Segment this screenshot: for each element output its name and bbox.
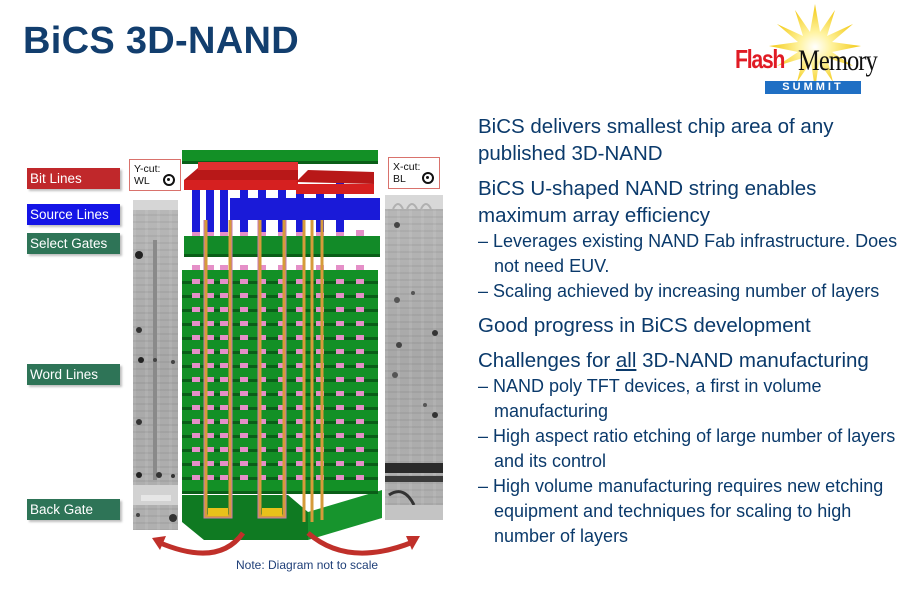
bullet-1: BiCS delivers smallest chip area of any … <box>478 115 834 165</box>
flash-memory-summit-logo: Flash Memory SUMMIT <box>735 2 895 94</box>
bullet-2-sub-2: – Scaling achieved by increasing number … <box>478 281 880 301</box>
right-curved-arrow-icon <box>306 531 414 556</box>
x-cut-tem-image <box>385 195 443 520</box>
y-cut-title: Y-cut: <box>134 163 161 175</box>
bullet-4-underlined: all <box>615 349 637 372</box>
y-cut-tem-image <box>133 200 178 530</box>
tem-detail <box>385 195 443 520</box>
source-lines <box>192 180 380 232</box>
back-gate-block <box>182 490 382 540</box>
diagram-note: Note: Diagram not to scale <box>236 558 379 572</box>
logo-flash-word: Flash <box>735 44 785 74</box>
bullet-4-suffix: 3D-NAND manufacturing <box>636 349 869 372</box>
y-cut-label-box: Y-cut: WL <box>129 159 181 191</box>
bullet-4-sub-1: – NAND poly TFT devices, a first in volu… <box>478 376 822 421</box>
bics-3d-structure-diagram <box>182 150 382 540</box>
bullet-4-sub-2: – High aspect ratio etching of large num… <box>478 426 896 471</box>
legend-bit-lines: Bit Lines <box>27 168 120 189</box>
legend-word-lines: Word Lines <box>27 364 120 385</box>
bullet-4-sub-3: – High volume manufacturing requires new… <box>478 476 884 546</box>
left-curved-arrow-icon <box>157 531 246 556</box>
bullet-2: BiCS U-shaped NAND string enables maximu… <box>478 177 817 227</box>
x-cut-bl: BL <box>393 173 406 185</box>
bullet-list: BiCS delivers smallest chip area of any … <box>478 113 898 549</box>
legend-select-gates: Select Gates <box>27 233 120 254</box>
tem-detail <box>133 200 178 522</box>
logo-memory-word: Memory <box>798 44 878 77</box>
out-of-plane-target-icon <box>163 174 175 186</box>
cut-direction-arrows <box>152 531 420 556</box>
slide-title: BiCS 3D-NAND <box>23 20 299 62</box>
y-cut-wl: WL <box>134 175 150 187</box>
x-cut-title: X-cut: <box>393 161 421 173</box>
x-cut-label-box: X-cut: BL <box>388 157 440 189</box>
sun-burst-icon <box>769 4 861 90</box>
legend-back-gate: Back Gate <box>27 499 120 520</box>
bullet-4: Challenges for all 3D-NAND manufacturing <box>478 347 898 374</box>
legend-source-lines: Source Lines <box>27 204 120 225</box>
logo-summit-banner: SUMMIT <box>765 81 861 94</box>
bullet-4-prefix: Challenges for <box>478 349 616 372</box>
out-of-plane-target-icon <box>422 172 434 184</box>
select-gate-layers <box>184 230 380 257</box>
bit-lines <box>184 162 374 194</box>
back-gate-pipe-connections <box>208 508 282 516</box>
bullet-3: Good progress in BiCS development <box>478 314 811 337</box>
bullet-2-sub-1: – Leverages existing NAND Fab infrastruc… <box>478 231 898 276</box>
